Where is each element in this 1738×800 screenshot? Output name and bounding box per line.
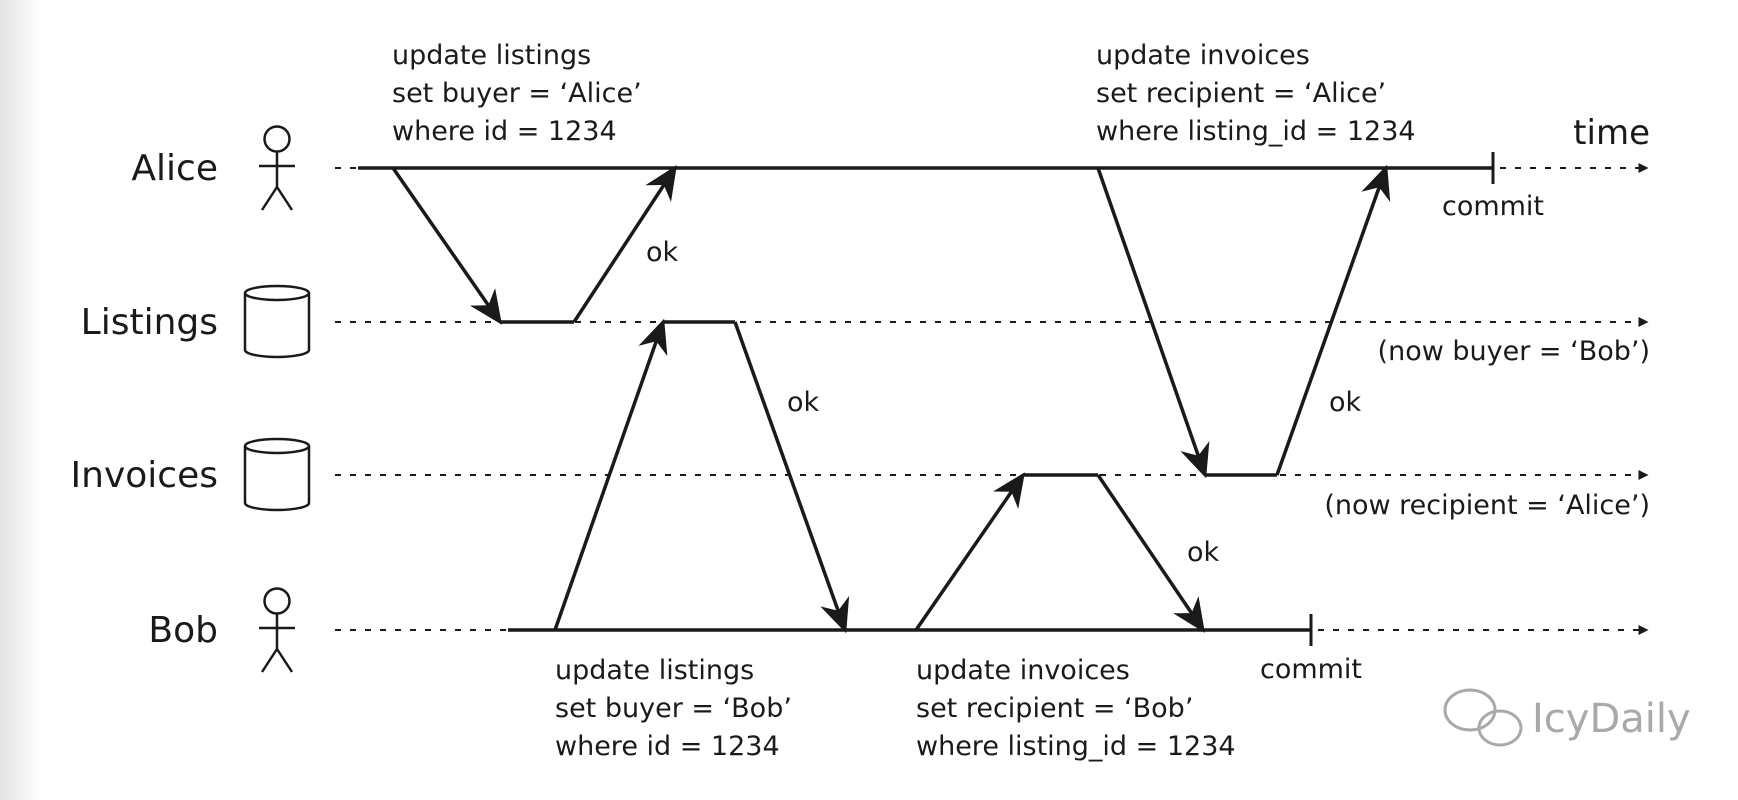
- svg-text:where listing_id = 1234: where listing_id = 1234: [916, 731, 1236, 762]
- actor-label-invoices: Invoices: [71, 455, 218, 496]
- bob-update-invoices-query: update invoices set recipient = ‘Bob’ wh…: [916, 655, 1236, 762]
- listings-state-note: (now buyer = ‘Bob’): [1378, 336, 1650, 367]
- invoices-state-note: (now recipient = ‘Alice’): [1324, 490, 1650, 521]
- ok-label-invoices-to-alice: ok: [1329, 387, 1362, 418]
- arrow-invoices-ok-to-bob: [1096, 474, 1205, 633]
- alice-update-invoices-query: update invoices set recipient = ‘Alice’ …: [1096, 40, 1416, 147]
- watermark-text: IcyDaily: [1532, 696, 1691, 742]
- alice-person-icon: [259, 125, 295, 211]
- actor-label-listings: Listings: [81, 302, 218, 343]
- arrow-bob-to-invoices: [914, 472, 1025, 631]
- bob-commit-label: commit: [1260, 654, 1362, 685]
- arrow-listings-ok-to-alice: [572, 165, 677, 323]
- svg-text:set recipient = ‘Bob’: set recipient = ‘Bob’: [916, 693, 1193, 724]
- page-edge-shadow: [0, 0, 40, 800]
- actor-label-bob: Bob: [148, 610, 218, 651]
- processing-segments: [500, 320, 1277, 477]
- listings-database-icon: [243, 284, 311, 359]
- alice-update-listings-query: update listings set buyer = ‘Alice’ wher…: [392, 40, 642, 147]
- arrow-invoices-ok-to-alice: [1275, 164, 1391, 476]
- svg-text:set recipient = ‘Alice’: set recipient = ‘Alice’: [1096, 78, 1386, 109]
- time-axis-label: time: [1573, 113, 1650, 153]
- message-arrows: [391, 164, 1391, 634]
- alice-commit-label: commit: [1442, 191, 1544, 222]
- svg-text:update invoices: update invoices: [916, 655, 1130, 686]
- bob-update-listings-query: update listings set buyer = ‘Bob’ where …: [555, 655, 792, 762]
- bob-person-icon: [259, 587, 295, 673]
- actor-label-alice: Alice: [131, 148, 218, 189]
- ok-label-listings-to-bob: ok: [787, 387, 820, 418]
- arrow-bob-to-listings: [553, 318, 668, 631]
- watermark: IcyDaily: [1443, 688, 1691, 747]
- svg-text:where id = 1234: where id = 1234: [392, 116, 617, 147]
- invoices-database-icon: [243, 437, 311, 512]
- arrow-alice-to-invoices: [1096, 167, 1210, 479]
- arrow-alice-to-listings: [391, 167, 502, 325]
- svg-text:where id = 1234: where id = 1234: [555, 731, 780, 762]
- svg-text:set buyer = ‘Alice’: set buyer = ‘Alice’: [392, 78, 642, 109]
- ok-label-listings-to-alice: ok: [646, 237, 679, 268]
- svg-text:update listings: update listings: [555, 655, 754, 686]
- svg-text:set buyer = ‘Bob’: set buyer = ‘Bob’: [555, 693, 792, 724]
- arrow-listings-ok-to-bob: [733, 321, 850, 634]
- timelines: [335, 152, 1649, 646]
- ok-label-invoices-to-bob: ok: [1187, 537, 1220, 568]
- chat-bubbles-icon: [1443, 688, 1523, 747]
- svg-text:update invoices: update invoices: [1096, 40, 1310, 71]
- svg-text:where listing_id = 1234: where listing_id = 1234: [1096, 116, 1416, 147]
- svg-text:update listings: update listings: [392, 40, 591, 71]
